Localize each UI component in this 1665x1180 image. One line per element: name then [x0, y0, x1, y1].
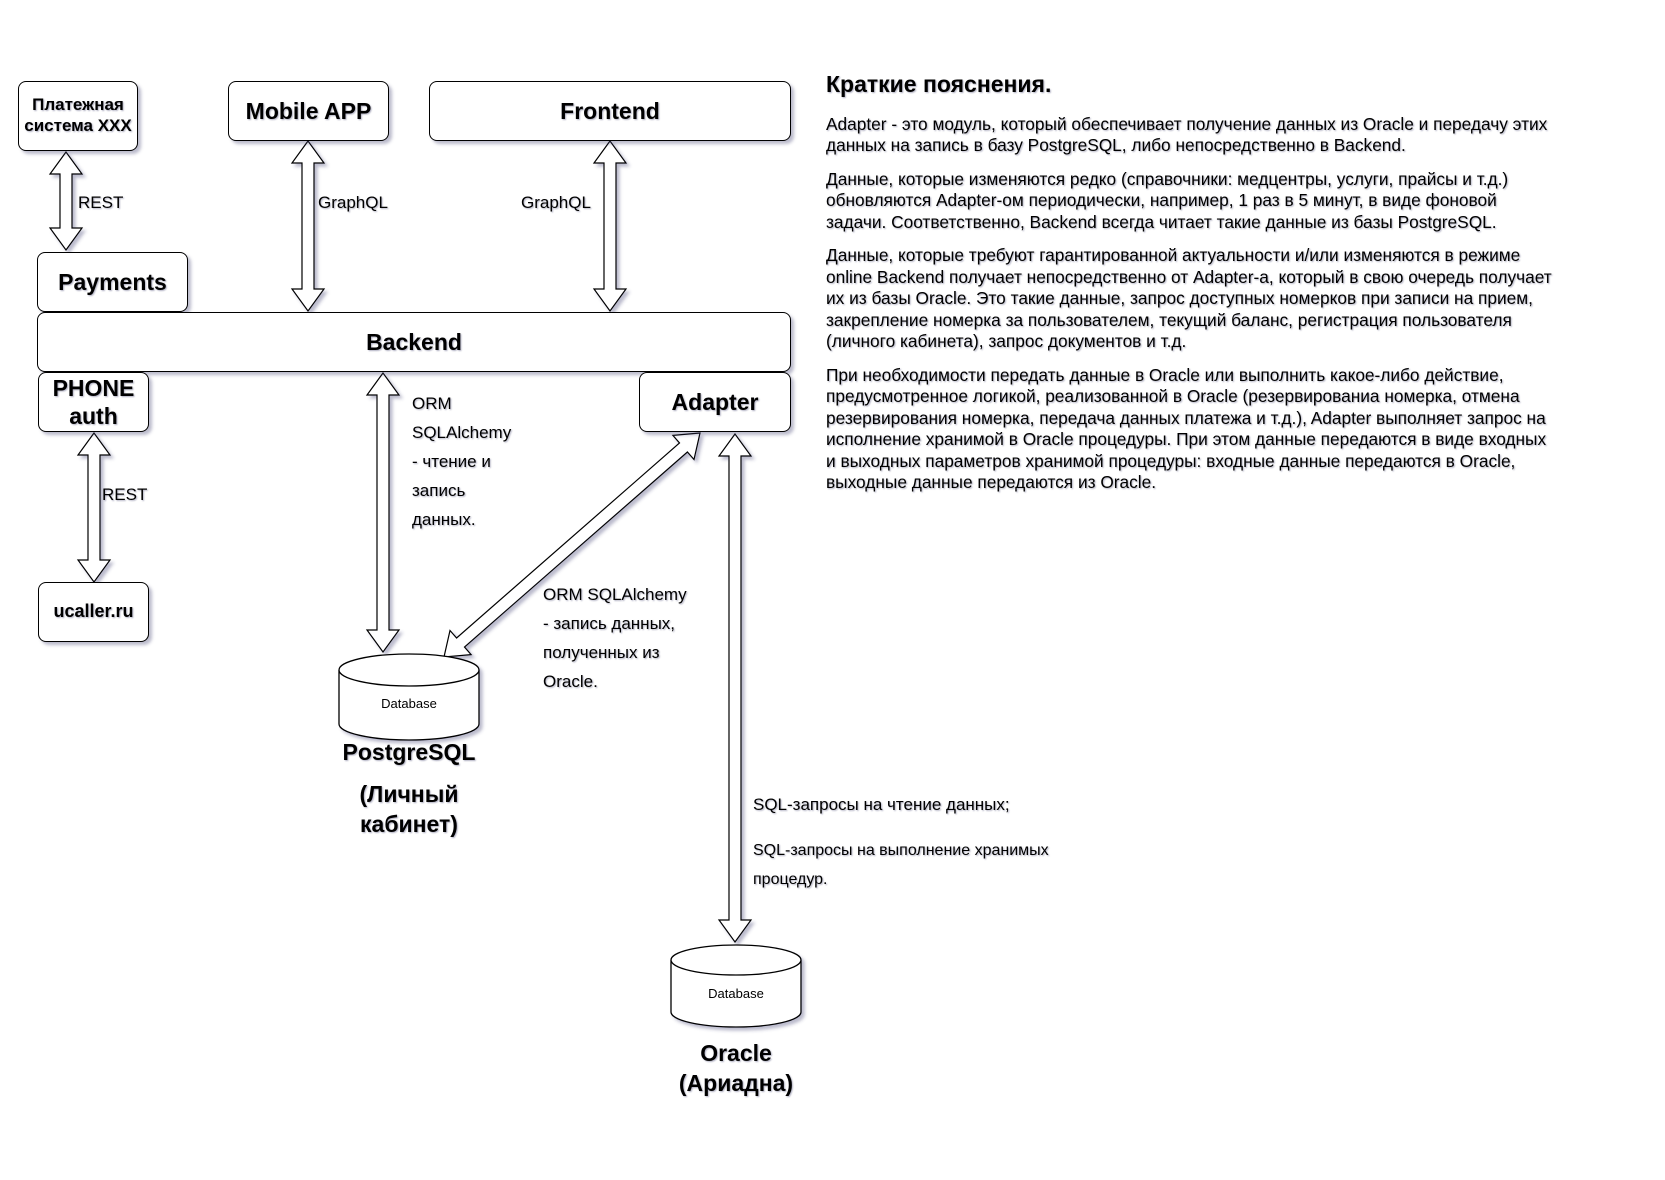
backend-postgres-label-line: запись [412, 481, 466, 500]
postgres-caption-line3: кабинет) [360, 811, 458, 837]
payments-arrow [48, 150, 84, 252]
frontend-node: Frontend [429, 81, 791, 141]
ucaller-node: ucaller.ru [38, 582, 149, 642]
backend-postgres-label-line: данных. [412, 510, 476, 529]
adapter-node: Adapter [639, 372, 791, 432]
mobile-graphql-label: GraphQL [318, 193, 388, 212]
adapter-oracle-arrow [717, 432, 753, 944]
postgres-database-inner-label: Database [381, 696, 437, 711]
notes-paragraph: Adapter - это модуль, который обеспечива… [826, 113, 1548, 156]
adapter-oracle-proc-label: SQL-запросы на выполнение хранимых проце… [753, 836, 1049, 894]
adapter-postgres-label-line: полученных из [543, 643, 660, 662]
payments-label: Payments [58, 268, 167, 295]
adapter-oracle-proc-label-line: процедур. [753, 871, 828, 888]
phone-auth-node: PHONE auth [38, 372, 149, 432]
mobile-app-arrow [290, 139, 326, 313]
postgres-database-shape [338, 653, 480, 741]
ucaller-label: ucaller.ru [53, 601, 134, 622]
adapter-postgres-label: ORM SQLAlchemy - запись данных, полученн… [543, 580, 687, 696]
adapter-postgres-label-line: Oracle. [543, 672, 598, 691]
postgres-caption: PostgreSQL (Личный кабинет) [319, 737, 499, 839]
payments-node: Payments [37, 252, 188, 312]
backend-postgres-arrow [365, 371, 401, 654]
oracle-database-inner-label: Database [708, 986, 764, 1001]
notes-paragraph: Данные, которые требуют гарантированной … [826, 245, 1552, 351]
backend-node: Backend [37, 312, 791, 372]
oracle-caption-line1: Oracle [700, 1040, 772, 1066]
oracle-database-shape [670, 944, 802, 1028]
backend-label: Backend [366, 328, 462, 355]
backend-postgres-label: ORM SQLAlchemy - чтение и запись данных. [412, 389, 511, 534]
payment-system-label: Платежная система XXX [24, 95, 132, 135]
adapter-oracle-proc-label-line: SQL-запросы на выполнение хранимых [753, 842, 1049, 859]
notes-paragraph: При необходимости передать данные в Orac… [826, 364, 1547, 493]
mobile-app-node: Mobile APP [228, 81, 389, 141]
backend-postgres-label-line: ORM [412, 394, 452, 413]
notes-title: Краткие пояснения. [826, 71, 1052, 97]
phone-auth-label: PHONE auth [52, 374, 135, 429]
adapter-postgres-label-line: ORM SQLAlchemy [543, 585, 687, 604]
frontend-arrow [592, 139, 628, 313]
mobile-app-label: Mobile APP [245, 97, 372, 124]
oracle-caption: Oracle (Ариадна) [646, 1038, 826, 1098]
frontend-label: Frontend [560, 97, 660, 124]
phone-rest-label: REST [102, 485, 148, 504]
notes-paragraph: Данные, которые изменяются редко (справо… [826, 168, 1509, 232]
adapter-postgres-label-line: - запись данных, [543, 614, 676, 633]
oracle-caption-line2: (Ариадна) [678, 1070, 794, 1096]
backend-postgres-label-line: - чтение и [412, 452, 491, 471]
postgres-caption-line1: PostgreSQL [342, 739, 476, 765]
payment-system-node: Платежная система XXX [18, 81, 138, 151]
adapter-label: Adapter [671, 388, 759, 415]
postgres-caption-line2: (Личный [359, 781, 459, 807]
frontend-graphql-label: GraphQL [521, 193, 591, 212]
notes-panel: Краткие пояснения. Adapter - это модуль,… [826, 71, 1556, 506]
backend-postgres-label-line: SQLAlchemy [412, 423, 512, 442]
payments-rest-label: REST [78, 193, 124, 212]
adapter-oracle-read-label: SQL-запросы на чтение данных; [753, 795, 1010, 814]
